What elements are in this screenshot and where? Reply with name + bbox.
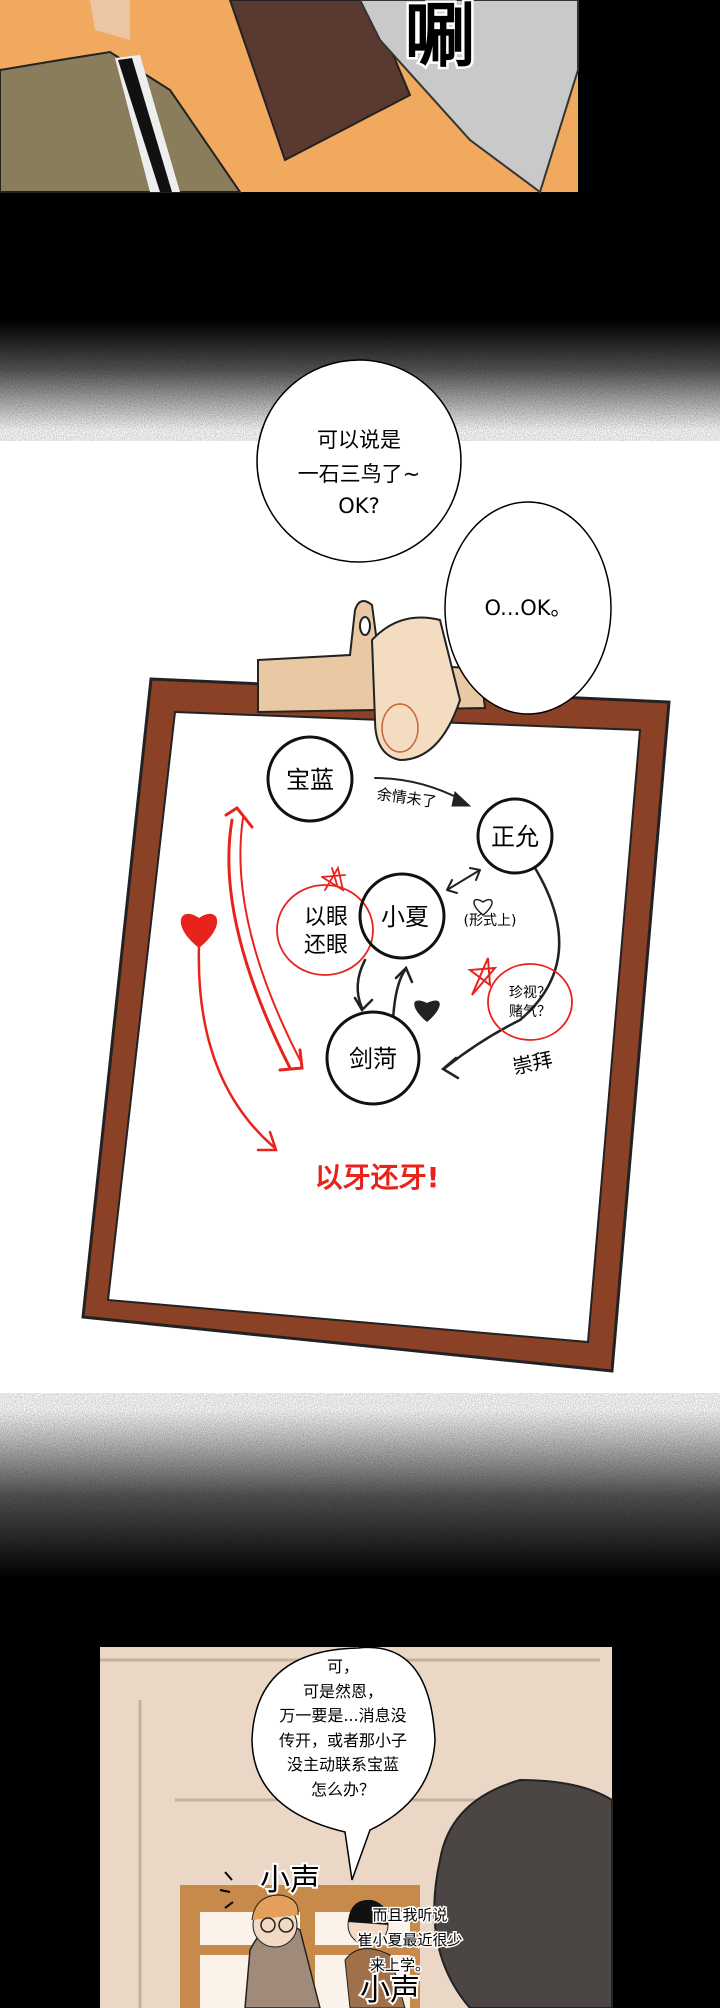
svg-text:小夏: 小夏: [381, 903, 429, 931]
svg-text:正允: 正允: [491, 823, 539, 851]
svg-text:万一要是...消息没: 万一要是...消息没: [279, 1706, 406, 1725]
svg-text:没主动联系宝蓝: 没主动联系宝蓝: [287, 1755, 399, 1774]
svg-text:一石三鸟了~: 一石三鸟了~: [298, 462, 421, 486]
svg-text:怎么办？: 怎么办？: [311, 1780, 375, 1799]
node-baolan: [266, 735, 354, 823]
node-xiaoxia: [358, 872, 446, 960]
red-star-icon: [467, 957, 498, 996]
svg-text:还眼: 还眼: [304, 933, 348, 958]
thumb: [370, 616, 462, 762]
svg-text:宝蓝: 宝蓝: [286, 766, 334, 794]
node-jianhe: [325, 1010, 421, 1106]
svg-text:而且我听说: 而且我听说: [372, 1906, 447, 1924]
arrow-baolan-zhengyun: [374, 777, 463, 801]
red-star-icon: [321, 865, 346, 892]
red-arrow-slogan: [197, 943, 277, 1150]
outline-heart-icon: [473, 898, 493, 916]
clipboard: [81, 600, 671, 1373]
svg-text:小声: 小声: [360, 1973, 420, 2008]
character-back: [433, 1778, 613, 2008]
speech-bubble-2: O...OK。: [444, 501, 612, 715]
speech-bubble-3: 可， 可是然恩， 万一要是...消息没 传开，或者那小子 没主动联系宝蓝 怎么办…: [251, 1646, 436, 1881]
speech-bubble-1: 可以说是 一石三鸟了~ OK?: [256, 359, 462, 563]
red-heart-icon: [180, 913, 218, 948]
tie: [118, 58, 172, 192]
double-arrow-icon: [446, 867, 481, 894]
face: [90, 0, 130, 40]
node-zhengyun: [476, 797, 554, 875]
red-double-arrow: [227, 818, 292, 1070]
svg-text:可，: 可，: [327, 1657, 359, 1676]
panel-1: 唰: [0, 0, 720, 330]
svg-text:以眼: 以眼: [304, 905, 348, 930]
svg-text:崔小夏最近很少: 崔小夏最近很少: [357, 1931, 462, 1949]
character-middle: [344, 1948, 406, 2008]
svg-text:珍视？: 珍视？: [509, 985, 551, 1001]
svg-text:赌气？: 赌气？: [509, 1004, 551, 1020]
relationship-diagram: [180, 735, 573, 1152]
sleeve: [358, 0, 579, 194]
svg-text:传开，或者那小子: 传开，或者那小子: [279, 1731, 407, 1750]
black-heart-icon: [414, 1000, 440, 1022]
noise-bottom: [0, 1410, 720, 1580]
diagram-text: 宝蓝 正允 小夏 以眼 还眼 剑菏 余情未了 (形式上) 珍视？ 赌气？ 崇拜 …: [286, 766, 555, 1194]
arrow-chongbai: [443, 866, 561, 1070]
svg-text:OK?: OK?: [338, 494, 379, 518]
svg-text:O...OK。: O...OK。: [484, 596, 571, 620]
sfx-whisper: 小声 小声: [219, 1861, 422, 2008]
sfx-text: 唰: [405, 0, 475, 77]
svg-text:可是然恩，: 可是然恩，: [303, 1682, 383, 1701]
slogan: 以牙还牙!: [315, 1161, 440, 1194]
svg-text:(形式上): (形式上): [464, 913, 517, 929]
svg-text:小声: 小声: [260, 1863, 320, 1898]
panel-3: [100, 1647, 613, 2008]
whisper-text: 而且我听说 崔小夏最近很少 来上学。: [356, 1905, 464, 1976]
svg-text:剑菏: 剑菏: [349, 1045, 397, 1073]
folder: [228, 0, 412, 162]
suit-jacket: [0, 50, 242, 193]
svg-text:来上学。: 来上学。: [370, 1956, 430, 1974]
svg-text:可以说是: 可以说是: [317, 428, 401, 452]
